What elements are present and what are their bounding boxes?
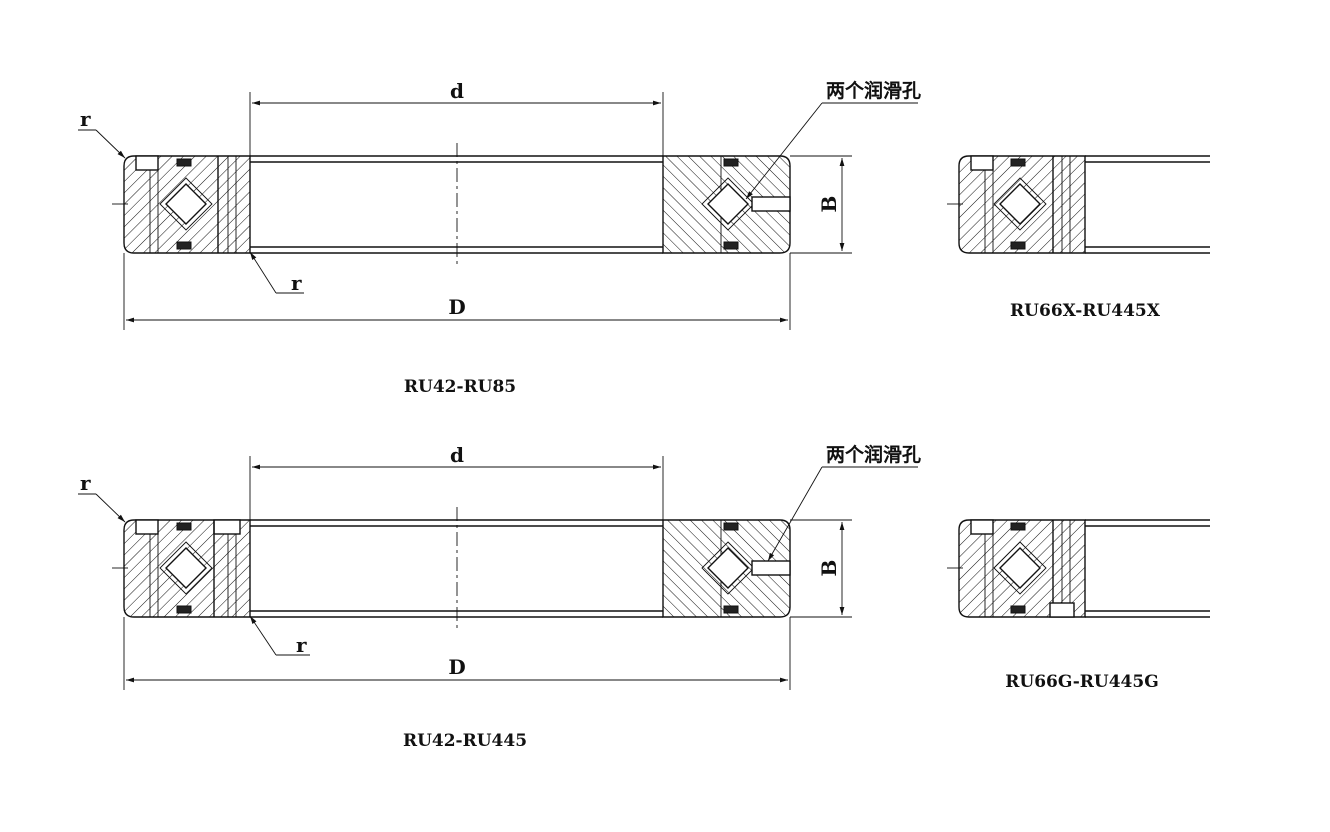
caption-ru42-ru445: RU42-RU445: [403, 731, 527, 751]
right-section-2: [662, 519, 791, 618]
label-d-2: d: [450, 443, 464, 467]
view-ru66g-ru445g: RU66G-RU445G: [947, 519, 1210, 692]
label-d: d: [450, 79, 464, 103]
view-ru42-ru445: d D B r r 两个润滑孔 RU42-RU445: [78, 443, 921, 751]
lubrication-note: 两个润滑孔: [826, 79, 921, 102]
left-section-2: [112, 519, 251, 618]
label-r-top: r: [80, 107, 91, 131]
label-B: B: [817, 196, 841, 213]
label-B-2: B: [817, 560, 841, 577]
caption-ru66g-ru445g: RU66G-RU445G: [1005, 672, 1158, 692]
right-section: [662, 155, 791, 254]
view-ru42-ru85: d D B r r 两个润滑孔 RU42-RU85: [78, 79, 921, 397]
caption-ru42-ru85: RU42-RU85: [404, 377, 516, 397]
label-D-2: D: [448, 655, 465, 679]
label-D: D: [448, 295, 465, 319]
left-section: [112, 155, 251, 254]
label-r-bottom: r: [291, 271, 302, 295]
label-r-bottom-2: r: [296, 633, 307, 657]
label-r-top-2: r: [80, 471, 91, 495]
caption-ru66x-ru445x: RU66X-RU445X: [1010, 301, 1161, 321]
view-ru66x-ru445x: RU66X-RU445X: [947, 155, 1210, 321]
lubrication-note-2: 两个润滑孔: [826, 443, 921, 466]
